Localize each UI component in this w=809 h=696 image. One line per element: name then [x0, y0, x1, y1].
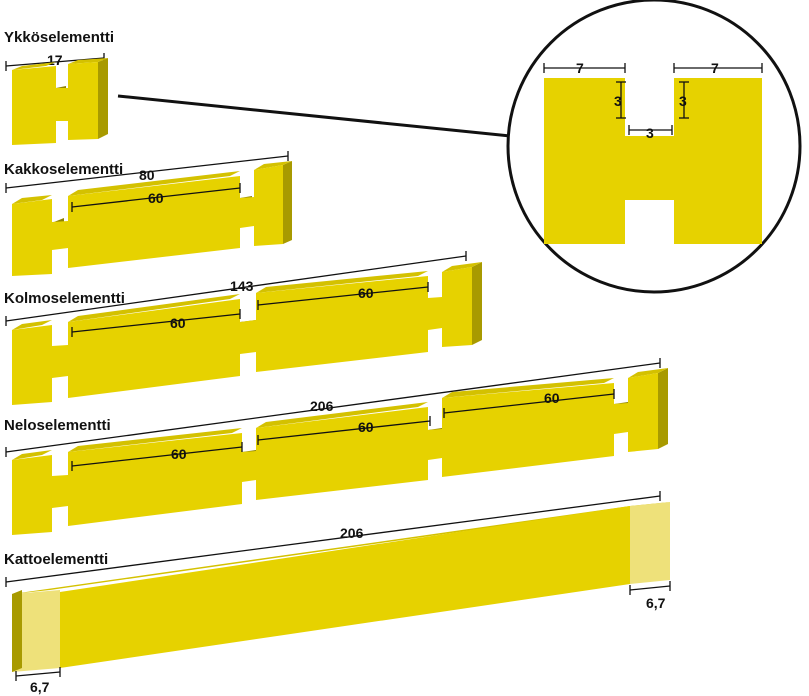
detail-right-width-label: 7 [711, 60, 719, 76]
nelos-element: Neloselementti 206 60 60 60 [4, 358, 668, 535]
kolmos-front [12, 267, 472, 405]
kakkos-element: Kakkoselementti 80 60 [4, 151, 292, 276]
katto-element: Kattoelementti 206 6,7 6,7 [4, 491, 671, 695]
kakkos-seg-label-0: 60 [148, 190, 164, 206]
kolmos-seg-label-0: 60 [170, 315, 186, 331]
kolmos-element: Kolmoselementti 143 60 60 [4, 251, 482, 405]
detail-notch-depth-right-label: 3 [679, 93, 687, 109]
katto-overall-label: 206 [340, 525, 364, 541]
kolmos-seg-dimline-1 [257, 286, 429, 306]
nelos-front [12, 373, 658, 535]
ykkos-overall-label: 17 [47, 52, 63, 68]
ykkos-front [12, 62, 98, 145]
callout-leader-line [117, 94, 511, 138]
kakkos-front [12, 165, 283, 276]
kakkos-seg-dimline-0 [71, 187, 241, 208]
ykkos-element: Ykköselementti 17 [4, 29, 114, 145]
nelos-seg-label-0: 60 [171, 446, 187, 462]
katto-thickness-left-label: 6,7 [30, 679, 50, 695]
kolmos-title: Kolmoselementti [4, 290, 125, 307]
ykkos-top [12, 62, 56, 70]
kolmos-seg-dimline-0 [71, 313, 241, 333]
katto-front [60, 506, 630, 668]
nelos-seg-label-2: 60 [544, 390, 560, 406]
detail-notch-depth-left-label: 3 [614, 93, 622, 109]
katto-overall-dimline [5, 495, 661, 583]
detail-callout: 7 7 3 3 3 [117, 0, 802, 294]
detail-h-profile [544, 78, 762, 244]
kolmos-overall-dimline [5, 255, 467, 322]
ykkos-overall-dimline [5, 57, 105, 67]
nelos-seg-dimline-0 [71, 446, 243, 467]
kakkos-title: Kakkoselementti [4, 161, 123, 178]
katto-thickness-right-label: 6,7 [646, 595, 666, 611]
katto-title: Kattoelementti [4, 551, 108, 568]
katto-end-left [12, 590, 60, 672]
nelos-overall-label: 206 [310, 398, 334, 414]
kakkos-overall-dimline [5, 155, 289, 189]
nelos-overall-dimline [5, 362, 661, 453]
detail-left-width-label: 7 [576, 60, 584, 76]
kakkos-overall-label: 80 [139, 167, 155, 183]
nelos-seg-dimline-2 [443, 393, 615, 414]
detail-notch-width-label: 3 [646, 125, 654, 141]
kolmos-overall-label: 143 [230, 278, 254, 294]
katto-thickness-left-dimline [15, 671, 61, 677]
ykkos-title: Ykköselementti [4, 29, 114, 46]
kolmos-seg-label-1: 60 [358, 285, 374, 301]
katto-end-right [630, 502, 670, 584]
katto-thickness-right-dimline [629, 585, 671, 591]
nelos-seg-label-1: 60 [358, 419, 374, 435]
nelos-seg-dimline-1 [257, 420, 431, 441]
ykkos-side [98, 58, 108, 139]
nelos-title: Neloselementti [4, 417, 111, 434]
